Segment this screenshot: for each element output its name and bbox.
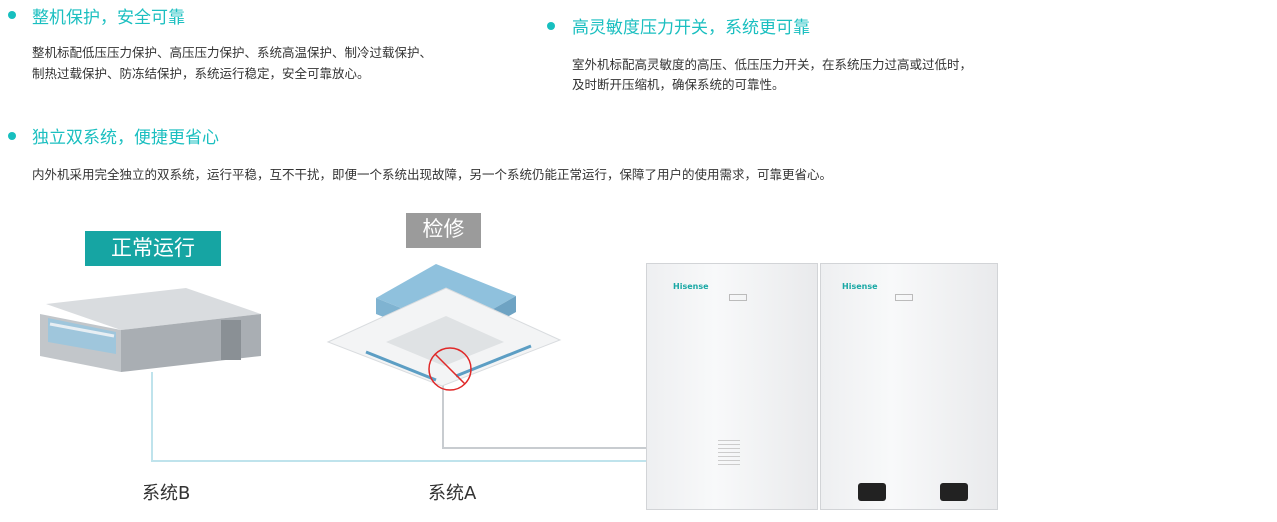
brand-logo: Hisense <box>673 282 709 291</box>
feature-body-line: 制热过载保护、防冻结保护，系统运行稳定，安全可靠放心。 <box>32 66 370 81</box>
feature-title: 高灵敏度压力开关，系统更可靠 <box>572 18 810 38</box>
brand-logo: Hisense <box>842 282 878 291</box>
feature-body-line: 内外机采用完全独立的双系统，运行平稳，互不干扰，即便一个系统出现故障，另一个系统… <box>32 167 833 182</box>
bullet-icon <box>8 11 16 19</box>
cassette-indoor-unit-image <box>326 264 562 387</box>
status-normal-badge: 正常运行 <box>85 231 221 266</box>
feature-body-line: 室外机标配高灵敏度的高压、低压压力开关，在系统压力过高或过低时， <box>572 57 973 72</box>
system-b-label: 系统B <box>142 483 191 504</box>
prohibited-icon <box>428 347 472 391</box>
feature-body-line: 及时断开压缩机，确保系统的可靠性。 <box>572 77 785 92</box>
duct-indoor-unit-image <box>40 288 261 372</box>
bullet-icon <box>547 22 555 30</box>
feature-title: 独立双系统，便捷更省心 <box>32 128 219 148</box>
bullet-icon <box>8 132 16 140</box>
pipe-line <box>442 447 647 449</box>
status-repair-badge: 检修 <box>406 213 481 248</box>
system-a-label: 系统A <box>428 483 477 504</box>
feature-body-line: 整机标配低压压力保护、高压压力保护、系统高温保护、制冷过载保护、 <box>32 45 433 60</box>
pipe-line <box>151 460 647 462</box>
pipe-line <box>151 372 153 462</box>
feature-title: 整机保护，安全可靠 <box>32 8 185 28</box>
pipe-line <box>442 385 444 449</box>
